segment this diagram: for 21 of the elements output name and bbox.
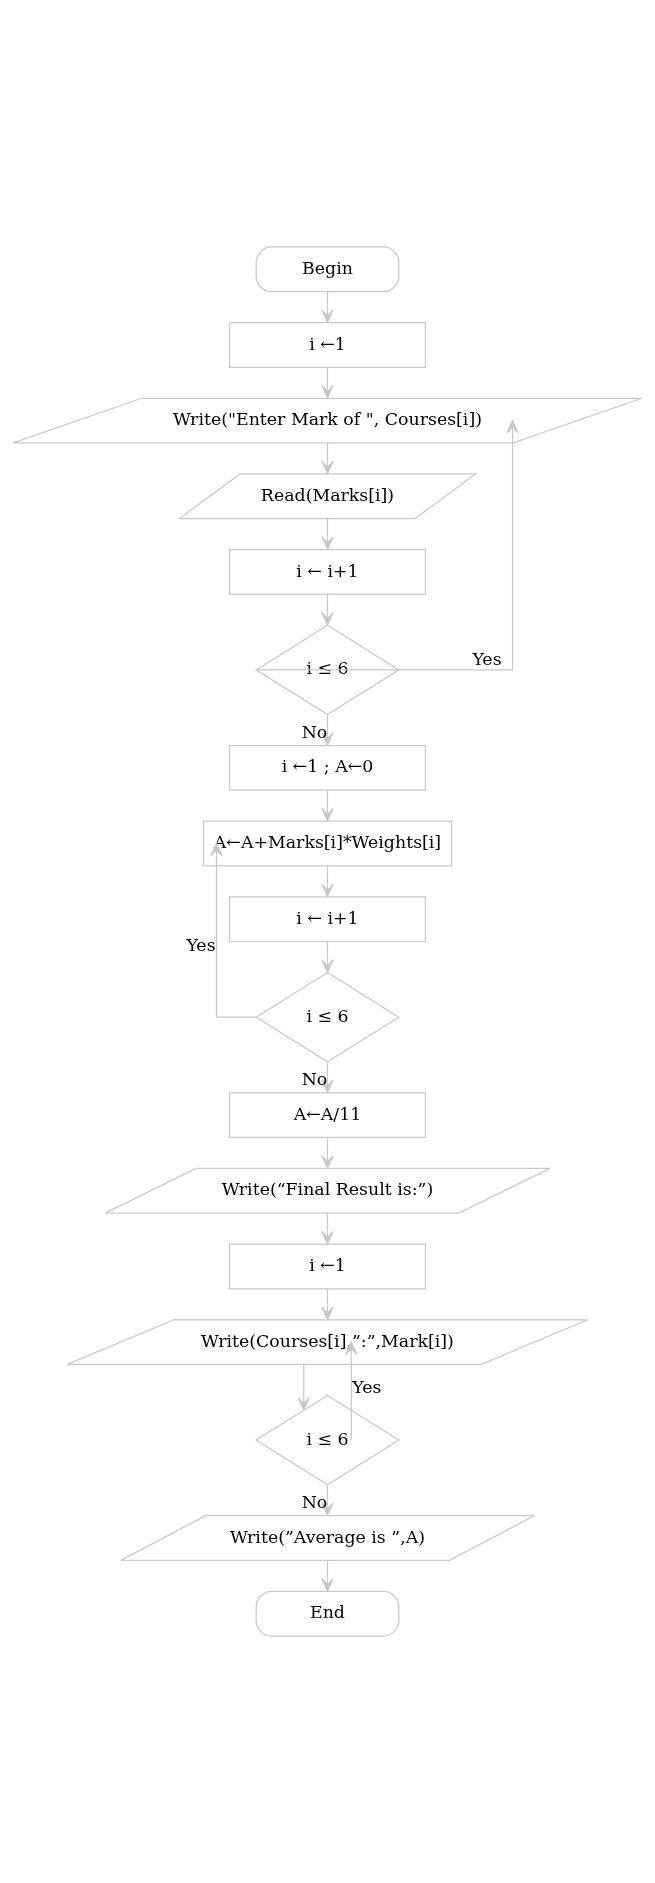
node-box: i ←1 [228,1243,427,1290]
node-box: End [255,1590,400,1637]
node-diamond: i ≤ 6 [255,971,400,1063]
arrow [254,420,519,671]
edge-label: Yes [352,1376,382,1397]
edge-label: No [301,721,328,742]
node-diamond: i ≤ 6 [255,624,400,716]
node-box: A←A+Marks[i]*Weights[i] [202,820,453,867]
node-box: i ←1 [228,322,427,368]
edge-label: Yes [186,935,216,956]
node-box: i ← i+1 [228,896,427,943]
node-box: A←A/11 [228,1092,427,1139]
node-box: i ←1 ; A←0 [228,744,427,791]
edge-label: Yes [472,649,502,670]
edge-label: No [301,1068,328,1089]
arrow [210,842,257,1018]
arrow [345,1341,358,1441]
edge-label: No [301,1491,328,1512]
arrow [297,1364,310,1411]
node-box: Begin [255,246,400,293]
node-box: i ← i+1 [228,548,427,595]
